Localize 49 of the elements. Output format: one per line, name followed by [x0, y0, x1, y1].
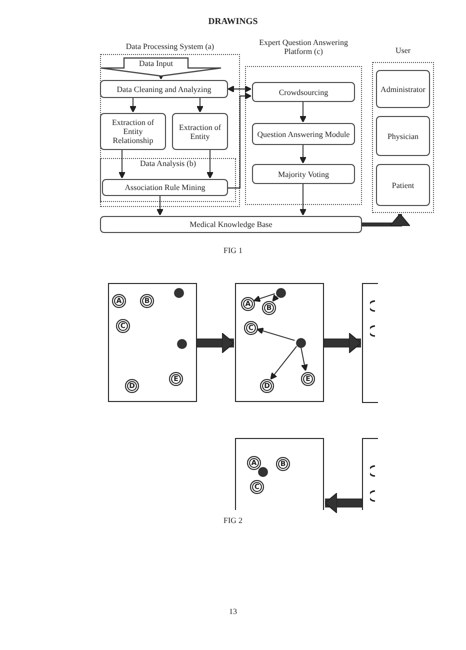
process-box: Extraction of Entity: [172, 113, 228, 150]
arrow: [206, 150, 214, 178]
dot: [296, 338, 306, 348]
arrow: [300, 184, 306, 216]
dot: [177, 339, 187, 349]
panel-frame: [362, 283, 378, 403]
process-box: Physician: [376, 116, 430, 156]
process-box: Crowdsourcing: [252, 82, 355, 102]
page-number: 13: [228, 607, 238, 616]
block-arrow: [324, 332, 362, 354]
input-funnel: Data Input: [100, 57, 222, 77]
arrow: [256, 328, 296, 341]
figure-label: FIG 2: [222, 516, 244, 525]
page-title: DRAWINGS: [207, 16, 259, 26]
block-arrow: [197, 332, 234, 354]
process-box: Patient: [376, 164, 430, 206]
arrow: [272, 294, 280, 302]
panel-frame: [108, 283, 197, 402]
arrow: [130, 98, 136, 112]
arrow: [300, 144, 306, 164]
figure-label: FIG 1: [222, 246, 244, 255]
arrow: [118, 150, 126, 178]
process-box: Medical Knowledge Base: [100, 216, 362, 233]
arrow: [254, 293, 276, 302]
group-heading: Data Analysis (b): [139, 159, 197, 168]
panel-frame: [362, 438, 378, 510]
dot: [174, 288, 184, 298]
block-arrow: [324, 492, 362, 514]
arrow: [300, 102, 306, 122]
dot: [276, 288, 286, 298]
process-box: Majority Voting: [252, 164, 355, 184]
arrow: [156, 196, 164, 216]
process-box: Question Answering Module: [252, 123, 355, 145]
group-heading: Data Processing System (a): [124, 42, 216, 51]
dot: [258, 467, 268, 477]
group-heading: Expert Question Answering Platform (c): [258, 38, 349, 56]
panel-frame: [235, 438, 324, 510]
process-box: Administrator: [376, 70, 430, 108]
block-arrow: [362, 214, 410, 226]
arrow: [228, 86, 252, 92]
process-box: Association Rule Mining: [102, 179, 228, 196]
group-heading: User: [394, 46, 412, 55]
panel-frame: [235, 283, 324, 402]
arrow: [300, 346, 308, 372]
process-box: Extraction of Entity Relationship: [100, 113, 166, 150]
arrow: [228, 92, 252, 188]
arrow: [270, 346, 298, 380]
process-box: Data Cleaning and Analyzing: [100, 80, 228, 98]
arrow: [196, 98, 204, 112]
